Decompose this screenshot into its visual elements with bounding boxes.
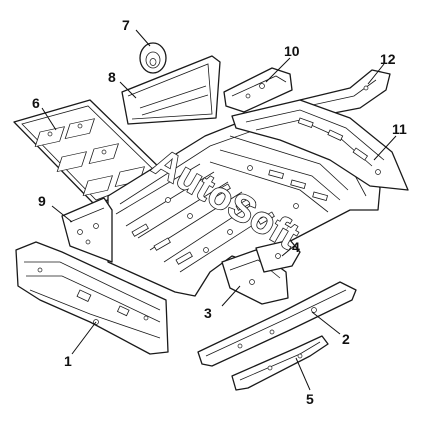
leader-9 — [51, 205, 73, 223]
part-9-rear-floor-edge — [61, 197, 113, 263]
leader-3 — [221, 285, 241, 307]
leader-4 — [281, 245, 295, 257]
callout-1: 1 — [64, 353, 72, 369]
part-8-cover-panel — [121, 55, 221, 125]
callout-8: 8 — [108, 69, 116, 85]
callout-3: 3 — [204, 305, 212, 321]
callout-4: 4 — [292, 239, 300, 255]
leader-1 — [71, 321, 97, 355]
part-11-cross-panel — [231, 99, 409, 191]
part-7-grommet — [139, 42, 167, 74]
main-floor-pan — [107, 117, 381, 297]
leader-5 — [295, 357, 311, 391]
callout-11: 11 — [392, 121, 407, 137]
leader-7 — [135, 29, 151, 47]
part-6-floor-panel — [13, 99, 169, 206]
leader-lines — [41, 29, 397, 391]
part-4-small-bracket — [255, 239, 301, 273]
leader-2 — [311, 311, 341, 335]
part-1-rear-panel — [15, 241, 169, 355]
callout-5: 5 — [306, 391, 314, 407]
leader-10 — [265, 57, 291, 83]
callout-9: 9 — [38, 193, 46, 209]
callout-6: 6 — [32, 95, 40, 111]
part-10-cross-member — [223, 67, 293, 113]
callout-labels: 1 2 3 4 5 6 7 8 9 10 11 12 — [32, 17, 407, 407]
part-5-reinforcement — [231, 335, 329, 391]
callout-7: 7 — [122, 17, 130, 33]
callout-12: 12 — [380, 51, 396, 67]
callout-2: 2 — [342, 331, 350, 347]
callout-10: 10 — [284, 43, 300, 59]
leader-12 — [367, 63, 385, 85]
leader-6 — [41, 107, 57, 131]
part-2-longitudinal-member — [197, 281, 357, 367]
leader-8 — [119, 81, 137, 99]
leader-11 — [373, 135, 397, 161]
